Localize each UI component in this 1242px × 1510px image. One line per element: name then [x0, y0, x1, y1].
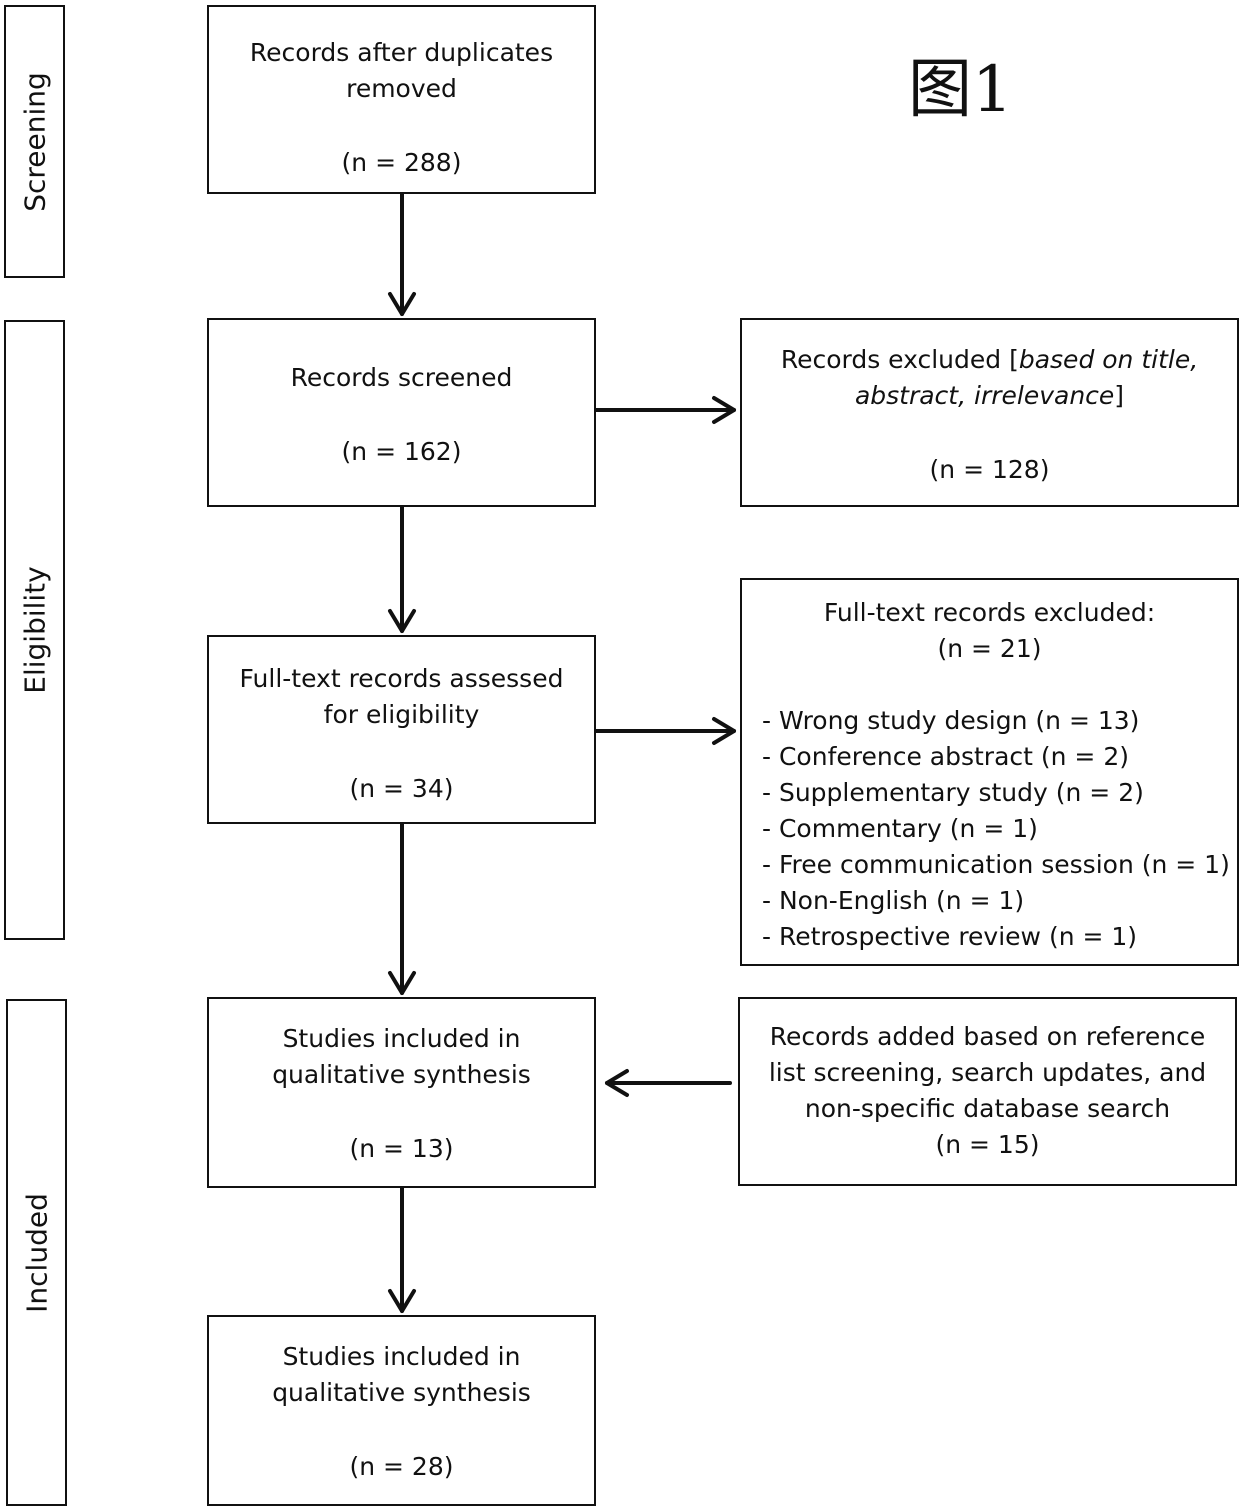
arrow-right-1-head — [712, 396, 736, 424]
added-line2: list screening, search updates, and — [768, 1058, 1207, 1087]
added-count: (n = 15) — [935, 1130, 1040, 1159]
list-item: - Free communication session (n = 1) — [762, 850, 1230, 879]
fulltext-excluded-count: (n = 21) — [937, 634, 1042, 663]
excluded-count: (n = 128) — [929, 455, 1050, 484]
included-q-count: (n = 13) — [349, 1134, 454, 1163]
fulltext-excluded-title: Full-text records excluded: — [823, 598, 1156, 627]
excluded-line2: abstract, irrelevance] — [742, 378, 1237, 414]
assessed-line2: for eligibility — [323, 700, 480, 729]
assessed-line1: Full-text records assessed — [239, 664, 564, 693]
included-final-line1: Studies included in — [282, 1342, 521, 1371]
list-item: - Supplementary study (n = 2) — [762, 778, 1144, 807]
arrow-down-4-head — [388, 1289, 416, 1313]
box-fulltext-excluded: Full-text records excluded: (n = 21) - W… — [740, 578, 1239, 966]
arrow-left-1-head — [605, 1069, 629, 1097]
box-fulltext-assessed: Full-text records assessed for eligibili… — [207, 635, 596, 824]
box-records-added: Records added based on reference list sc… — [738, 997, 1237, 1186]
duplicates-count: (n = 288) — [341, 148, 462, 177]
duplicates-line2: removed — [346, 74, 457, 103]
duplicates-line1: Records after duplicates — [249, 38, 554, 67]
screened-line1: Records screened — [290, 363, 513, 392]
excluded-prefix: Records excluded [ — [780, 345, 1019, 374]
exclusion-reasons-list: - Wrong study design (n = 13) - Conferen… — [742, 703, 1237, 955]
stage-screening: Screening — [4, 5, 65, 278]
list-item: - Retrospective review (n = 1) — [762, 922, 1138, 951]
box-records-screened: Records screened (n = 162) — [207, 318, 596, 507]
box-records-excluded: Records excluded [based on title, abstra… — [740, 318, 1239, 507]
excluded-italic2: abstract, irrelevance — [854, 381, 1115, 410]
arrow-down-3-head — [388, 971, 416, 995]
included-q-line1: Studies included in — [282, 1024, 521, 1053]
box-included-qualitative: Studies included in qualitative synthesi… — [207, 997, 596, 1188]
excluded-line1: Records excluded [based on title, — [742, 342, 1237, 378]
list-item: - Non-English (n = 1) — [762, 886, 1025, 915]
excluded-italic1: based on title, — [1018, 345, 1199, 374]
assessed-count: (n = 34) — [349, 774, 454, 803]
added-line3: non-specific database search — [804, 1094, 1171, 1123]
list-item: - Commentary (n = 1) — [762, 814, 1038, 843]
figure-label: 图1 — [908, 53, 1013, 127]
arrow-down-1-head — [388, 292, 416, 316]
screened-count: (n = 162) — [341, 437, 462, 466]
arrow-right-2-head — [712, 717, 736, 745]
excluded-suffix: ] — [1114, 381, 1125, 410]
list-item: - Conference abstract (n = 2) — [762, 742, 1129, 771]
stage-included: Included — [6, 999, 67, 1506]
included-q-line2: qualitative synthesis — [272, 1060, 531, 1089]
box-included-final: Studies included in qualitative synthesi… — [207, 1315, 596, 1506]
list-item: - Wrong study design (n = 13) — [762, 706, 1140, 735]
box-duplicates-removed: Records after duplicates removed (n = 28… — [207, 5, 596, 194]
included-final-count: (n = 28) — [349, 1452, 454, 1481]
stage-eligibility: Eligibility — [4, 320, 65, 940]
arrow-down-2-head — [388, 609, 416, 633]
added-line1: Records added based on reference — [769, 1022, 1206, 1051]
included-final-line2: qualitative synthesis — [272, 1378, 531, 1407]
